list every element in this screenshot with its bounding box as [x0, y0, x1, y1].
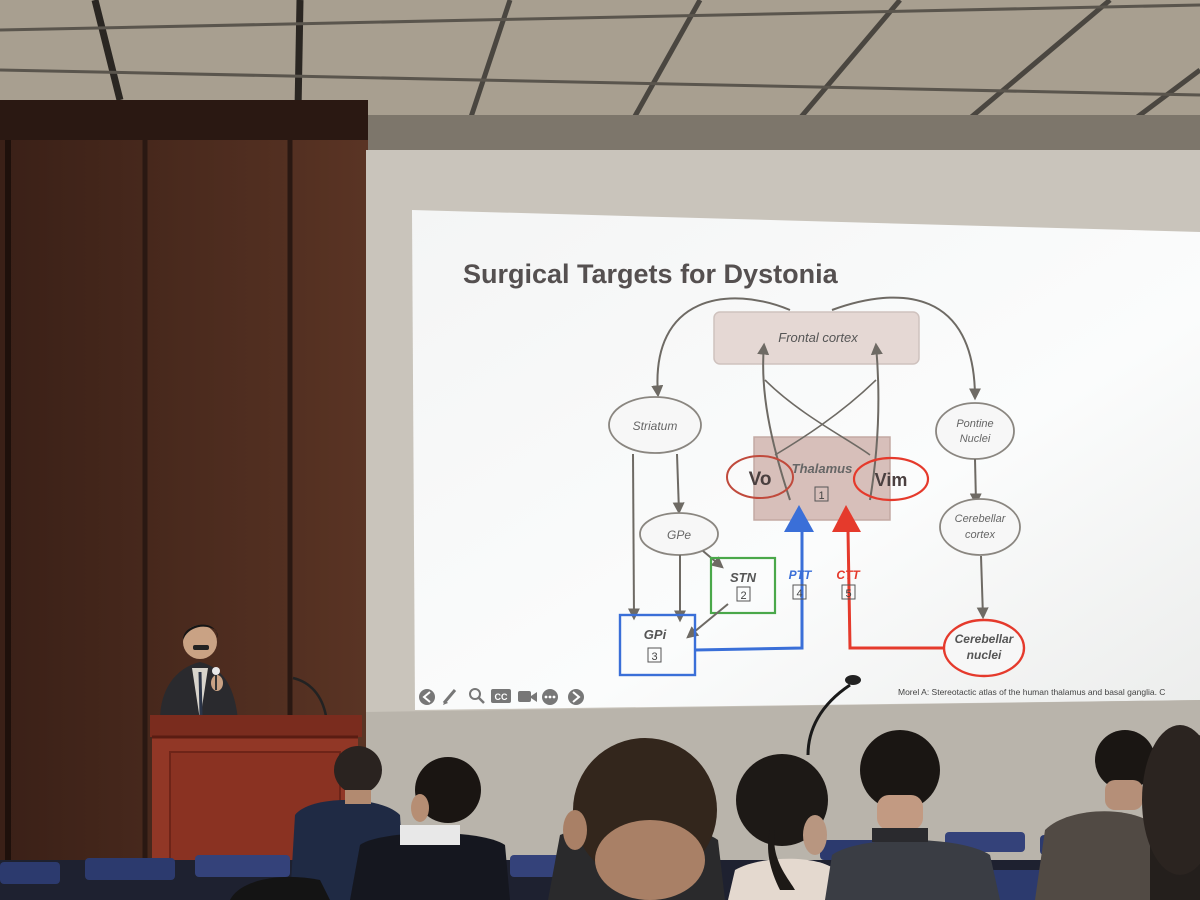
arrow-vo-to-cortex [757, 342, 791, 501]
slide: Surgical Targets for Dystonia Frontal co… [412, 210, 1200, 710]
pontine-label-1: Pontine [956, 418, 993, 430]
stn-number: 2 [740, 590, 746, 602]
audience-member [728, 754, 840, 900]
stn-number-box [736, 586, 751, 602]
svg-text:CC: CC [495, 692, 508, 702]
gpi-box [618, 613, 697, 677]
thalamus-box [753, 436, 891, 521]
stn-label: STN [730, 570, 757, 585]
ptt-number: 4 [796, 588, 802, 600]
arrow-pontine-to-cerebellar-cortex [969, 458, 982, 506]
magnifier-icon[interactable] [469, 688, 485, 704]
ptt-pathway [694, 530, 804, 652]
podium-microphone [292, 676, 328, 717]
ctt-label: CTT [836, 568, 861, 582]
arrow-cerebellar-cortex-to-nuclei [976, 555, 989, 620]
arrow-cross-2 [774, 379, 877, 456]
cerebellar-nuclei-label-1: Cerebellar [955, 632, 1015, 646]
ptt-number-box [792, 584, 807, 600]
cc-icon[interactable]: CC [491, 689, 511, 703]
gpe-label: GPe [667, 528, 691, 542]
presentation-toolbar: CC [419, 688, 584, 705]
audience-member [825, 730, 1000, 900]
speaker [160, 624, 238, 720]
audience-member [1035, 730, 1165, 900]
arrow-left-icon[interactable] [419, 689, 435, 705]
gpi-number-box [647, 647, 662, 663]
vim-label: Vim [875, 470, 908, 490]
vim-node [852, 456, 930, 502]
cerebellar-cortex-node [939, 498, 1021, 556]
cerebellar-nuclei-label-2: nuclei [967, 648, 1002, 662]
gpi-number: 3 [651, 651, 657, 663]
audience-member [548, 738, 725, 900]
thalamus-number: 1 [818, 490, 824, 502]
pen-icon[interactable] [442, 689, 457, 705]
audience-member [1142, 725, 1200, 900]
ctt-number: 5 [845, 588, 851, 600]
striatum-label: Striatum [633, 419, 678, 433]
arrow-striatum-to-gpi [627, 453, 640, 621]
gpi-label: GPi [644, 627, 667, 642]
arrow-cross-1 [764, 379, 871, 456]
more-icon[interactable] [542, 689, 558, 705]
vo-label: Vo [749, 469, 772, 490]
audience-member [230, 876, 330, 900]
audience-member [350, 757, 510, 900]
thalamus-number-box [814, 486, 829, 502]
pontine-nuclei-node [935, 402, 1015, 460]
arrow-right-icon[interactable] [568, 689, 584, 705]
thalamus-label: Thalamus [792, 461, 853, 476]
ctt-arrowhead [832, 505, 861, 532]
stage-microphone [806, 675, 861, 756]
arrow-vim-to-cortex [869, 342, 883, 501]
citation: Morel A: Stereotactic atlas of the human… [898, 687, 1165, 697]
striatum-node [608, 396, 702, 454]
arrow-striatum-to-gpe [672, 453, 685, 515]
arrow-cortex-to-striatum [651, 297, 791, 398]
ctt-pathway [846, 529, 945, 650]
pontine-label-2: Nuclei [960, 433, 991, 445]
stn-box [709, 556, 777, 615]
frontal-cortex-label: Frontal cortex [778, 330, 858, 345]
ptt-label: PTT [789, 568, 813, 582]
cerebellar-cortex-label-2: cortex [965, 529, 995, 541]
cerebellar-cortex-label-1: Cerebellar [955, 513, 1007, 525]
slide-title: Surgical Targets for Dystonia [463, 259, 839, 289]
vo-node [726, 455, 794, 499]
video-camera-icon[interactable] [518, 691, 537, 702]
ptt-arrowhead [784, 505, 814, 532]
cerebellar-nuclei-node [942, 618, 1026, 678]
arrow-cortex-to-pontine [831, 296, 981, 401]
ctt-number-box [841, 584, 856, 600]
